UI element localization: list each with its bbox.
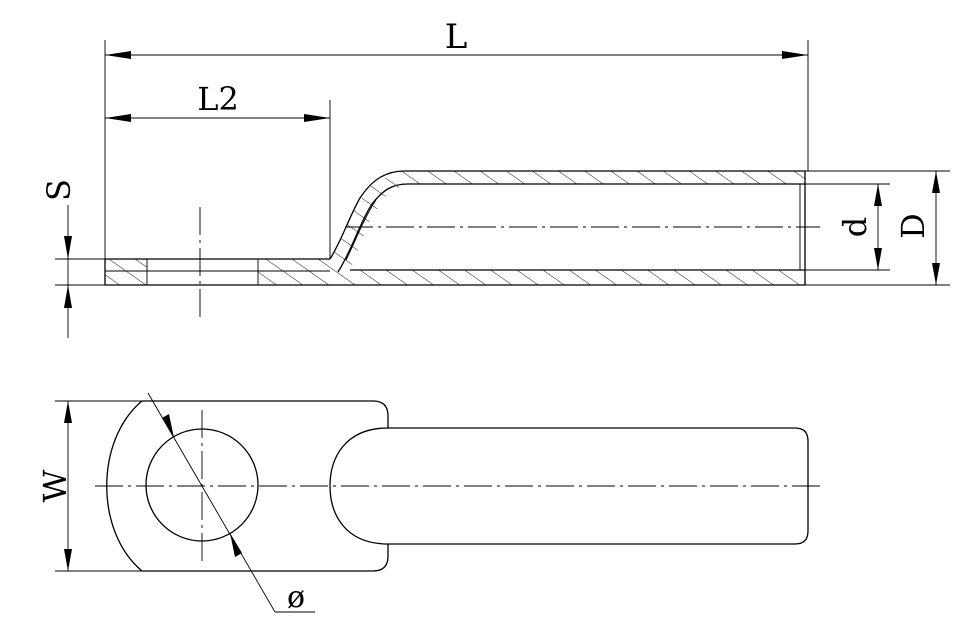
palm-top-edge (142, 400, 389, 428)
dimension-W-label: W (36, 469, 74, 502)
dimension-L2-label: L2 (197, 80, 239, 118)
palm-bottom-edge (142, 544, 389, 572)
palm-outline (104, 258, 330, 286)
dimension-d: d (836, 184, 882, 270)
dimension-S-label: S (40, 179, 78, 201)
dimension-hole-diameter-label: ø (287, 580, 305, 615)
dimension-d-label: d (836, 217, 874, 237)
dimension-D: D (894, 171, 940, 285)
top-view: W ø (36, 392, 825, 615)
hatched-sections (105, 171, 805, 285)
dimension-L2: L2 (105, 80, 330, 122)
dimension-D-label: D (894, 213, 932, 239)
dimension-L-label: L (445, 17, 468, 57)
side-view: L L2 S d D (40, 17, 950, 338)
dimension-W: W (36, 400, 142, 572)
dimension-hole-diameter: ø (147, 392, 315, 615)
barrel-transition-curve (329, 427, 389, 545)
dimension-S: S (40, 179, 78, 338)
dimension-L: L (105, 17, 808, 59)
barrel-outline (329, 170, 806, 286)
